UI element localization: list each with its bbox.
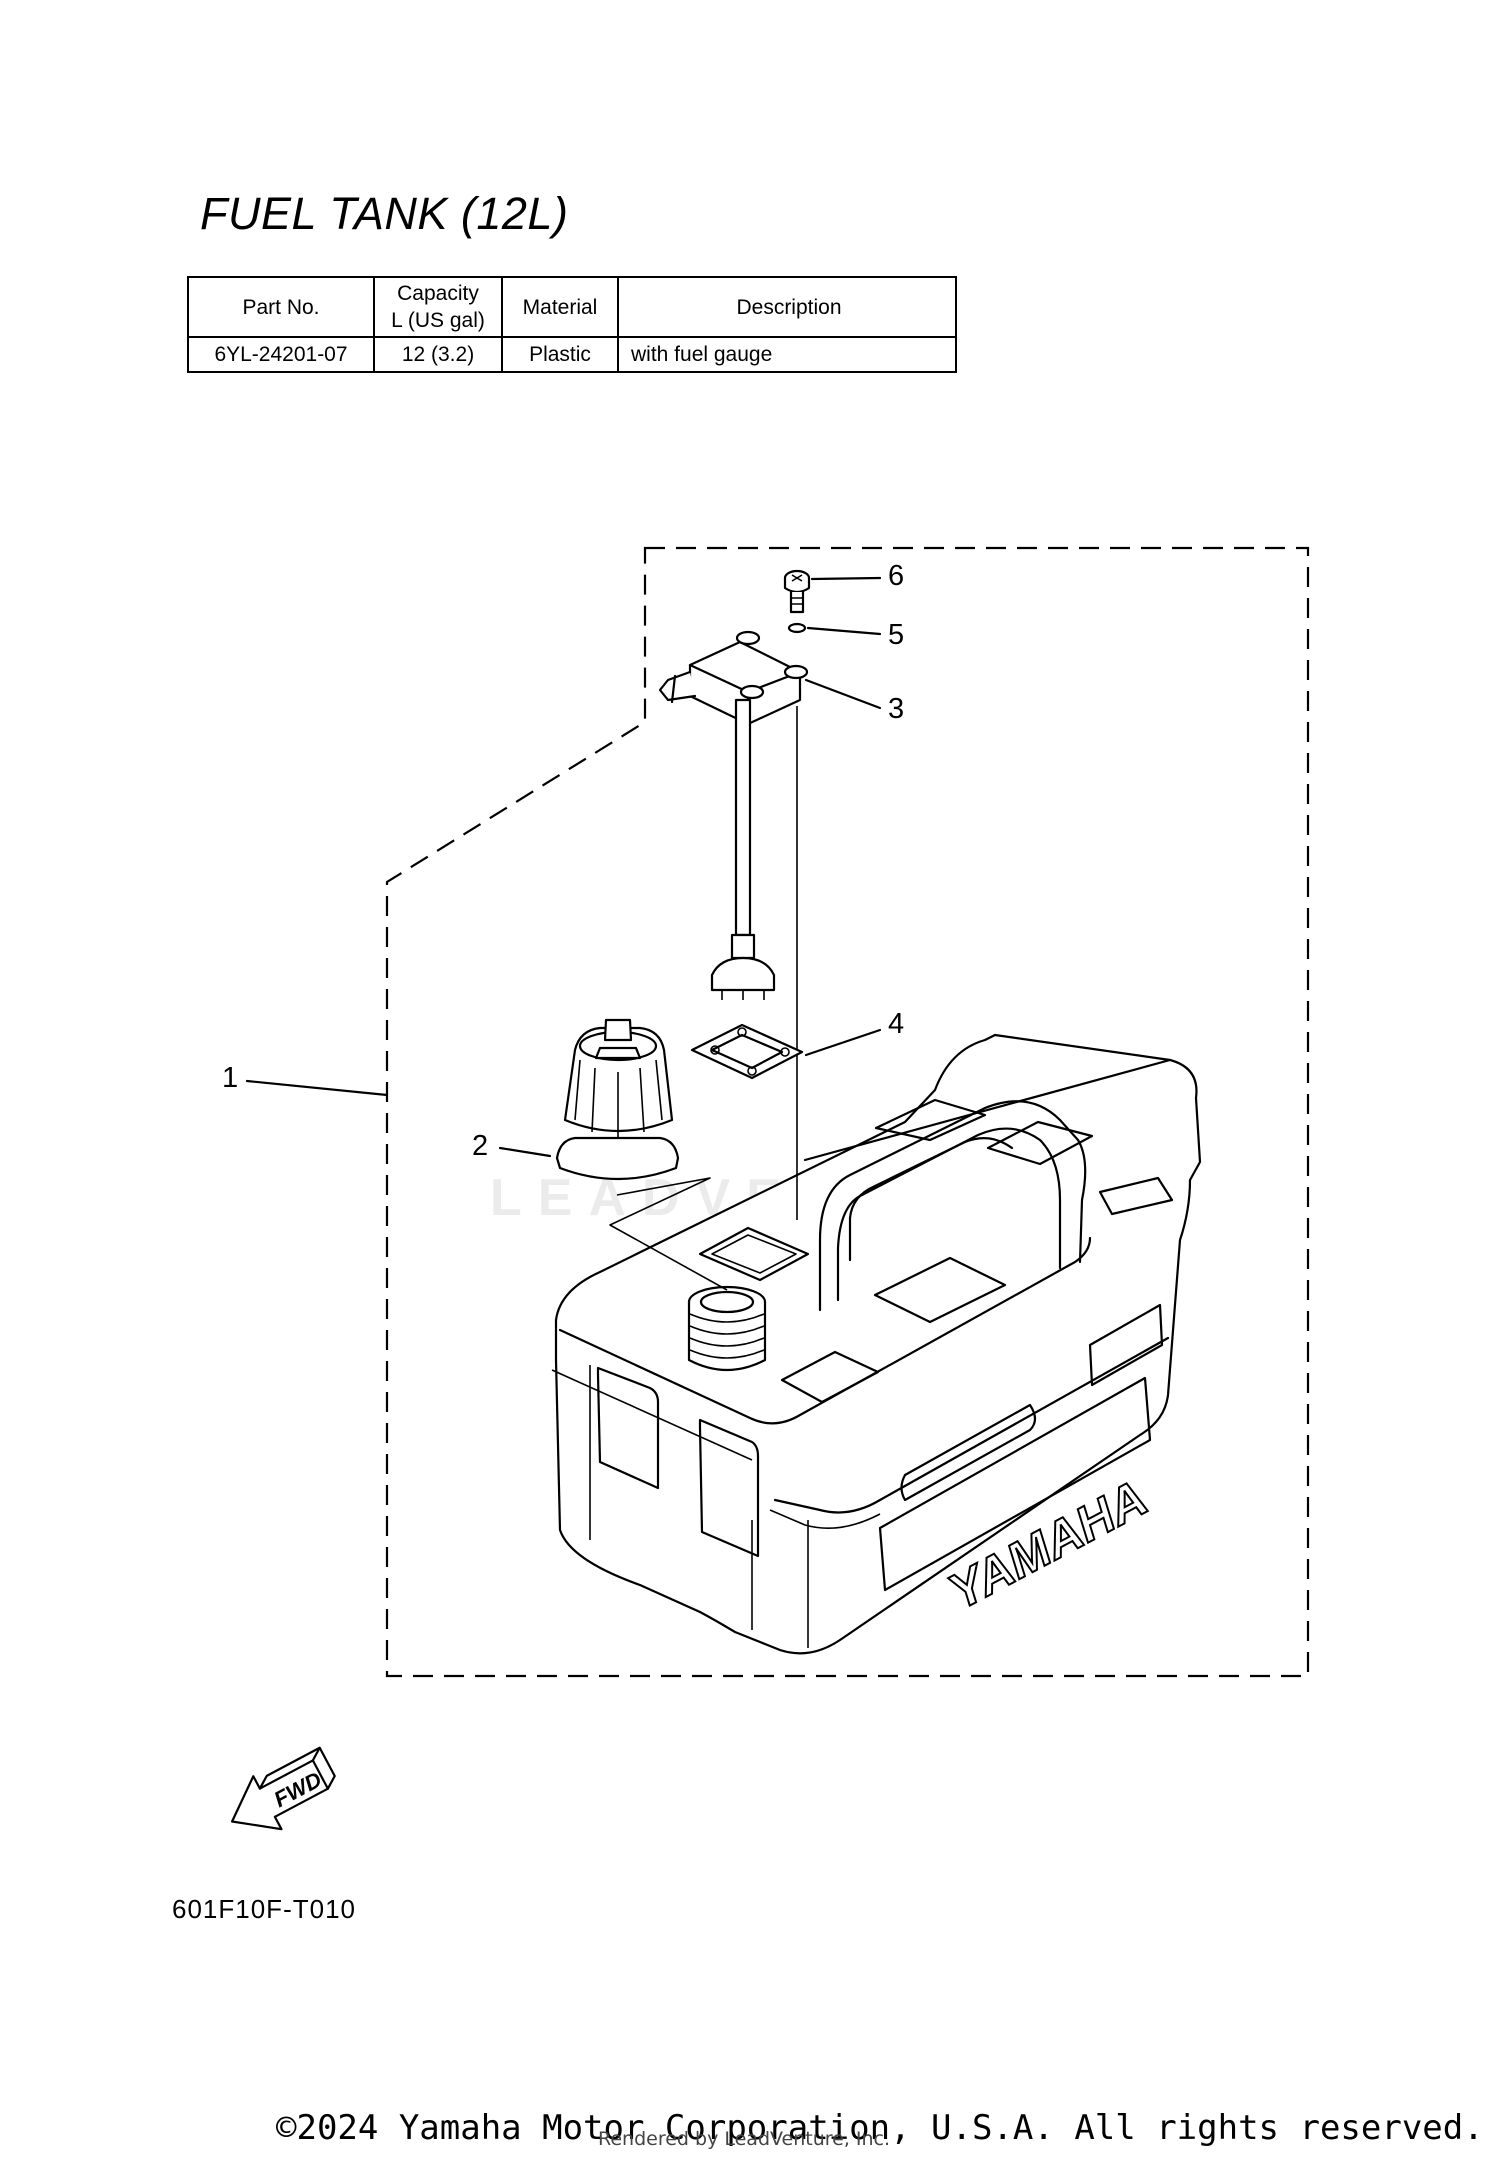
callout-2: 2 — [472, 1130, 489, 1162]
leader-5 — [806, 626, 882, 636]
spec-table: Part No. Capacity L (US gal) Material De… — [187, 276, 957, 373]
callout-4: 4 — [888, 1008, 905, 1040]
header-material: Material — [501, 276, 619, 338]
fuel-gauge-unit — [658, 630, 809, 1220]
cell-description: with fuel gauge — [617, 336, 957, 373]
leader-6 — [810, 576, 882, 581]
cap-guide-line — [609, 1177, 728, 1291]
copyright-notice: ©2024 Yamaha Motor Corporation, U.S.A. A… — [276, 2108, 1484, 2148]
callout-3: 3 — [888, 693, 905, 725]
header-capacity-line1: Capacity — [397, 282, 479, 305]
header-capacity-line2: L (US gal) — [391, 309, 485, 332]
assembly-boundary — [385, 546, 1310, 1678]
header-capacity: Capacity L (US gal) — [373, 276, 503, 338]
header-part-no: Part No. — [187, 276, 375, 338]
gauge-gasket — [690, 1023, 804, 1080]
cell-capacity: 12 (3.2) — [373, 336, 503, 373]
diagram-code: 601F10F-T010 — [172, 1894, 356, 1924]
washer — [787, 622, 807, 634]
leader-1 — [245, 1079, 389, 1097]
leader-4 — [804, 1028, 882, 1057]
leader-2 — [498, 1146, 552, 1158]
table-row: 6YL-24201-07 12 (3.2) Plastic with fuel … — [187, 336, 957, 373]
rendered-by-notice: Rendered by LeadVenture, Inc. — [598, 2128, 891, 2150]
spec-table-header-row: Part No. Capacity L (US gal) Material De… — [187, 276, 957, 338]
callout-6: 6 — [888, 560, 905, 592]
leader-3 — [804, 678, 882, 710]
filler-cap — [555, 1018, 680, 1181]
callout-1: 1 — [222, 1062, 239, 1094]
cell-part-no: 6YL-24201-07 — [187, 336, 375, 373]
page-title: FUEL TANK (12L) — [200, 188, 569, 239]
screw — [783, 569, 811, 614]
header-description: Description — [617, 276, 957, 338]
cell-material: Plastic — [501, 336, 619, 373]
callout-5: 5 — [888, 619, 905, 651]
fwd-arrow-icon: FWD — [230, 1746, 336, 1831]
